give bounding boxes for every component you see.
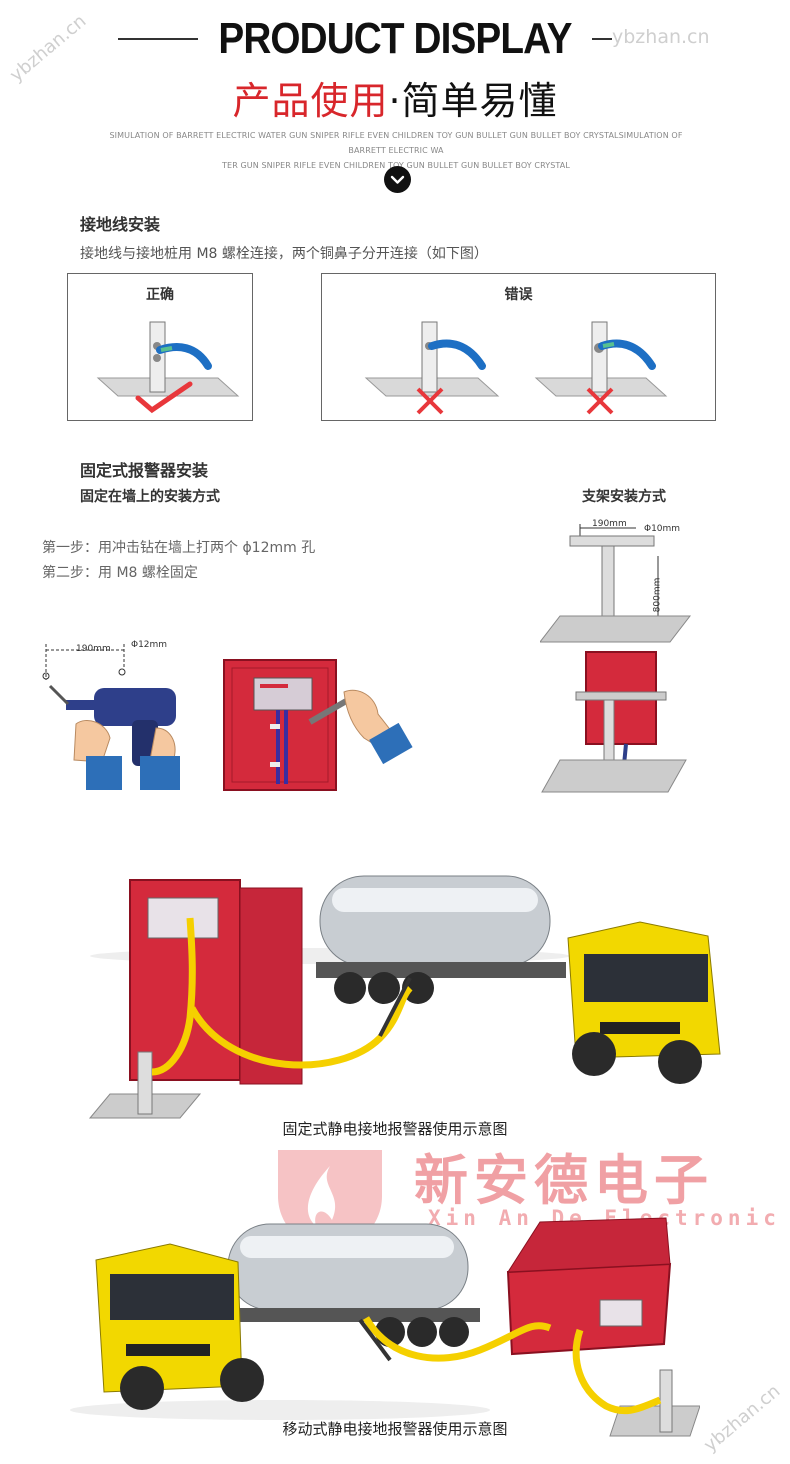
dim-800: 800mm [652, 577, 663, 613]
step-2: 第二步：用 M8 螺栓固定 [42, 565, 198, 581]
header-rule-right [592, 38, 612, 40]
watermark-top-right: ybzhan.cn [612, 26, 710, 48]
dim-phi10: Φ10mm [644, 524, 681, 534]
ground-install-desc: 接地线与接地桩用 M8 螺栓连接，两个铜鼻子分开连接（如下图） [80, 246, 488, 262]
mobile-usage-caption: 移动式静电接地报警器使用示意图 [282, 1420, 508, 1438]
title-cn-dot: · [388, 79, 402, 123]
mobile-usage-scene [70, 1217, 700, 1437]
ground-install-title: 接地线安装 [80, 215, 161, 234]
brand-name-cn: 新安德电子 [414, 1149, 714, 1212]
wrong-panel: 错误 [321, 273, 716, 421]
bracket-install-title: 支架安装方式 [582, 489, 666, 505]
page-title-en: PRODUCT DISPLAY [218, 14, 572, 63]
fixed-install-title: 固定式报警器安装 [80, 461, 209, 480]
fixed-usage-caption: 固定式静电接地报警器使用示意图 [282, 1120, 508, 1138]
simulation-line-1: SIMULATION OF BARRETT ELECTRIC WATER GUN… [109, 131, 683, 155]
dim-190-wall: 190mm [76, 644, 111, 654]
drill-illustration [42, 644, 180, 790]
wrong-ground-illustration [364, 321, 668, 415]
wrong-label: 错误 [504, 287, 533, 303]
simulation-line-2: TER GUN SNIPER RIFLE EVEN CHILDREN TOY G… [222, 161, 570, 170]
bracket-illustration [540, 524, 692, 793]
step-1: 第一步：用冲击钻在墙上打两个 ϕ12mm 孔 [42, 540, 316, 556]
title-cn-red: 产品使用 [232, 79, 389, 123]
fixed-usage-scene [88, 875, 721, 1119]
page-title-cn: 产品使用·简单易懂 [0, 70, 790, 125]
correct-label: 正确 [146, 287, 174, 303]
chevron-down-icon [390, 175, 405, 184]
simulation-text: SIMULATION OF BARRETT ELECTRIC WATER GUN… [90, 128, 702, 173]
correct-panel: 正确 [67, 273, 253, 421]
correct-ground-illustration [96, 321, 240, 414]
title-cn-black: 简单易懂 [401, 79, 558, 123]
header-rule-left [118, 38, 198, 40]
dim-phi12: Φ12mm [131, 640, 168, 650]
wall-install-title: 固定在墙上的安装方式 [80, 489, 220, 505]
scroll-down-button[interactable] [384, 166, 411, 193]
dim-190-bracket: 190mm [592, 519, 627, 529]
wall-box-illustration [223, 659, 413, 791]
